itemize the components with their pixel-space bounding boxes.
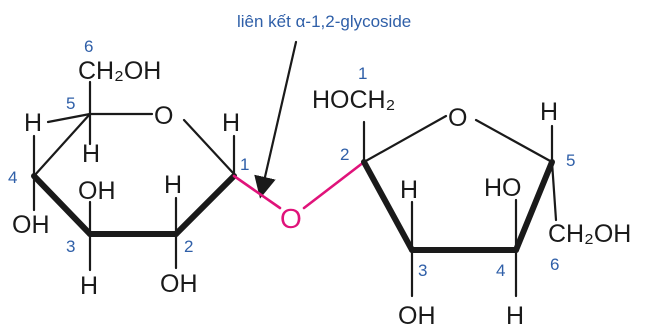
annotation-arrow bbox=[254, 40, 298, 199]
bond-fc4-fc5 bbox=[513, 159, 555, 253]
glucose-num-1: 1 bbox=[240, 155, 249, 174]
glucose-h-c5-down: H bbox=[82, 140, 100, 168]
fructose-ring bbox=[361, 114, 558, 298]
fructose-hoch2: HOCH₂ bbox=[312, 86, 395, 114]
glucose-h-c5: H bbox=[24, 109, 42, 137]
bond-bridge-oxygen-c2 bbox=[302, 160, 366, 210]
fructose-num-4: 4 bbox=[496, 261, 505, 280]
bond-o-c1 bbox=[182, 118, 236, 176]
fructose-ring-oxygen: O bbox=[448, 104, 467, 132]
bond-o-fc5 bbox=[474, 118, 554, 164]
glycoside-bond-annotation: liên kết α-1,2-glycoside bbox=[237, 12, 411, 31]
glucose-num-4: 4 bbox=[8, 168, 17, 187]
glucose-num-3: 3 bbox=[66, 237, 75, 256]
bond-c5-h-left bbox=[46, 112, 92, 124]
bond-c1-c2 bbox=[173, 173, 237, 237]
glucose-ch2oh: CH₂OH bbox=[78, 57, 161, 85]
glucose-num-6: 6 bbox=[84, 37, 93, 56]
fructose-num-5: 5 bbox=[566, 151, 575, 170]
fructose-ho-c4: HO bbox=[484, 174, 522, 202]
bond-fc5-c6 bbox=[550, 160, 558, 222]
fructose-num-1: 1 bbox=[358, 64, 367, 83]
glucose-num-2: 2 bbox=[184, 237, 193, 256]
fructose-h-c4: H bbox=[506, 302, 524, 330]
glucose-ring bbox=[31, 80, 237, 272]
bond-fc2-fc3 bbox=[361, 159, 415, 253]
fructose-num-2: 2 bbox=[340, 145, 349, 164]
glucose-oh-c4: OH bbox=[12, 211, 50, 239]
glucose-oh-c2: OH bbox=[160, 270, 198, 298]
fructose-ch2oh: CH₂OH bbox=[548, 220, 631, 248]
fructose-h-c3: H bbox=[400, 176, 418, 204]
glucose-h-c3: H bbox=[80, 272, 98, 300]
fructose-oh-c3: OH bbox=[398, 302, 436, 330]
bond-fc2-o bbox=[362, 114, 448, 164]
fructose-h-c5: H bbox=[540, 98, 558, 126]
glucose-oh-c3-up: OH bbox=[78, 177, 116, 205]
bond-c1-bridge-oxygen bbox=[232, 174, 282, 210]
bond-c4-c5 bbox=[32, 112, 92, 178]
glucose-num-5: 5 bbox=[66, 94, 75, 113]
bridge-oxygen: O bbox=[280, 203, 302, 234]
glucose-h-c1: H bbox=[222, 109, 240, 137]
fructose-num-3: 3 bbox=[418, 261, 427, 280]
bond-c3-c4 bbox=[31, 173, 93, 237]
glucose-ring-oxygen: O bbox=[154, 102, 173, 130]
glucose-h-c2: H bbox=[164, 171, 182, 199]
fructose-num-6: 6 bbox=[550, 255, 559, 274]
